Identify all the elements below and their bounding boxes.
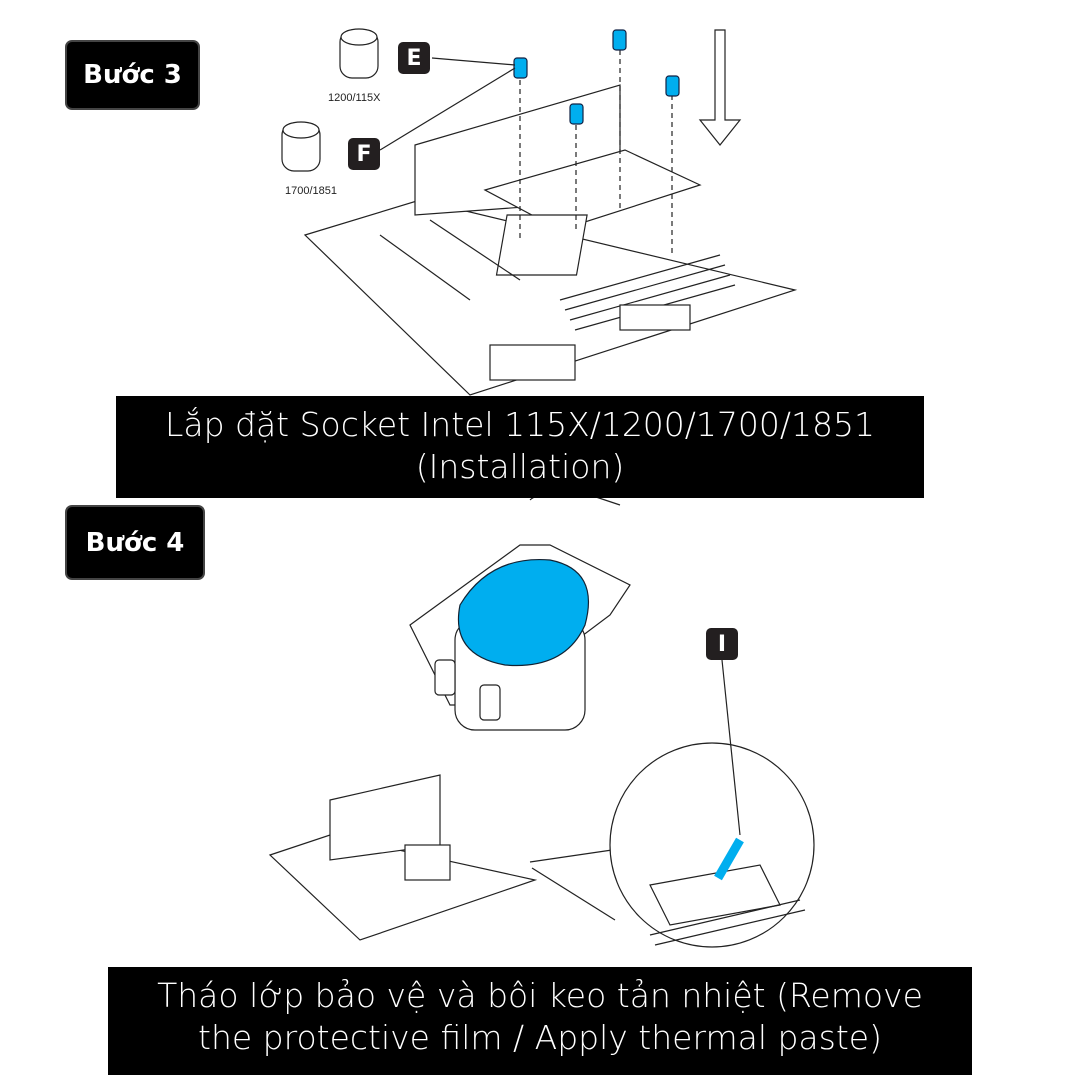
tag-f: F: [348, 138, 380, 170]
step3-badge: Bước 3: [65, 40, 200, 110]
step4-caption-line1: Tháo lớp bảo vệ và bôi keo tản nhiệt (Re…: [157, 976, 923, 1015]
step3-caption-line1: Lắp đặt Socket Intel 115X/1200/1700/1851: [164, 405, 876, 444]
tag-i: I: [706, 628, 738, 660]
motherboard-illustration-step3: [303, 29, 798, 396]
step3-caption-line2: (Installation): [415, 447, 625, 486]
tag-e: E: [398, 42, 430, 74]
step4-caption-line2: the protective film / Apply thermal past…: [198, 1018, 882, 1057]
standoff-samples: [281, 28, 379, 172]
standoff-label-f: 1700/1851: [285, 185, 337, 197]
cooler-pump-illustration: [409, 492, 631, 731]
blue-standoffs: [513, 29, 680, 125]
motherboard-illustration-step4: [268, 774, 616, 941]
step3-caption: Lắp đặt Socket Intel 115X/1200/1700/1851…: [116, 396, 924, 498]
step4-caption: Tháo lớp bảo vệ và bôi keo tản nhiệt (Re…: [108, 967, 972, 1075]
zoom-circle-thermal-paste: [609, 659, 815, 948]
standoff-label-e: 1200/115X: [328, 92, 381, 104]
step4-badge: Bước 4: [65, 505, 205, 580]
